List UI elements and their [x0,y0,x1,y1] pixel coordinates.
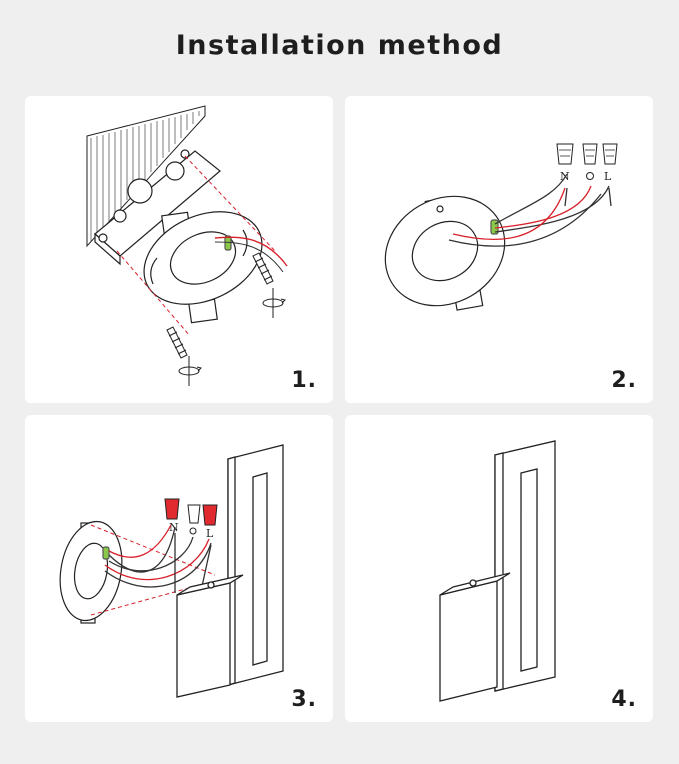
junction-box-icon [94,149,221,266]
wall-sconce-icon [439,440,556,702]
wire-nut-icon [556,143,618,165]
step-number: 4. [611,687,637,712]
step-number: 2. [611,368,637,393]
step-number: 1. [291,368,317,393]
wire-bundle [448,173,612,247]
ground-symbol [586,172,594,180]
step-panel-4: 4. [345,415,653,722]
black-wire [214,241,284,273]
wall-sconce-icon [176,444,284,698]
red-wire [214,236,288,267]
screw-icon [166,252,274,359]
step-2-illustration: N L [384,143,618,311]
step-panel-3: N L 3. [25,415,333,722]
live-label: L [604,170,612,183]
step-number: 3. [291,687,317,712]
step-panel-1: 1. [25,96,333,403]
step-1-illustration [86,105,288,386]
wire-bundle [104,524,212,593]
wire-nut-icon [164,498,218,526]
step-3-illustration: N L [59,444,284,698]
neutral-label: N [169,521,179,534]
rotate-arrow-icon [178,288,286,386]
alignment-guides [116,155,276,337]
live-label: L [206,527,214,540]
mounting-plate-icon [143,211,263,324]
step-panel-2: N L 2. [345,96,653,403]
step-4-illustration [439,440,556,702]
page-title: Installation method [175,30,504,61]
mounting-plate-icon [59,520,123,624]
ground-symbol [189,527,197,535]
mounting-plate-icon [384,195,506,311]
